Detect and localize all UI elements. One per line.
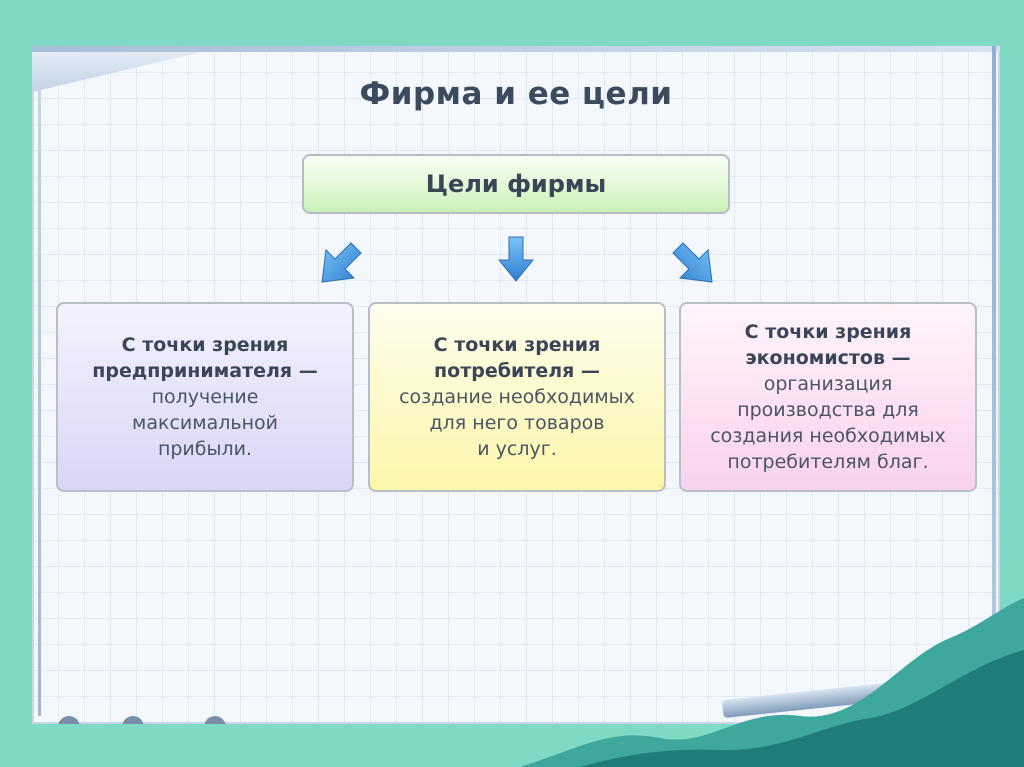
- wave-decoration: [520, 598, 1024, 767]
- slide-title: Фирма и ее цели: [359, 76, 673, 112]
- arrow-down-right-icon: [672, 242, 713, 283]
- arrow-down-icon: [498, 236, 534, 282]
- economists-head-line2: экономистов —: [745, 347, 911, 369]
- economists-body-line3: создания необходимых: [710, 425, 946, 447]
- consumer-body-line1: создание необходимых: [399, 386, 635, 408]
- consumer-view-box: С точки зрения потребителя — создание не…: [368, 302, 666, 492]
- economists-body-line1: организация: [763, 373, 893, 395]
- economists-body-line4: потребителям благ.: [727, 451, 929, 473]
- slide-top-border: [32, 46, 1000, 52]
- economists-view-box: С точки зрения экономистов — организация…: [679, 302, 977, 492]
- economists-body-line2: производства для: [737, 399, 919, 421]
- dot-icon: [204, 716, 226, 724]
- entrepreneur-body-line2: максимальной: [132, 412, 278, 434]
- entrepreneur-view-box: С точки зрения предпринимателя — получен…: [56, 302, 354, 492]
- slide-right-border: [992, 46, 996, 724]
- consumer-head-line1: С точки зрения: [433, 334, 601, 356]
- dot-icon: [122, 716, 144, 724]
- consumer-body-line3: и услуг.: [477, 438, 557, 460]
- slide: Фирма и ее цели Цели фирмы С точки зрени…: [32, 46, 1000, 724]
- bottom-dots-decoration: [58, 716, 258, 724]
- consumer-body-line2: для него товаров: [429, 412, 605, 434]
- arrow-down-left-icon: [321, 242, 362, 283]
- entrepreneur-body-line3: прибыли.: [157, 438, 253, 460]
- goals-box: Цели фирмы: [302, 154, 730, 214]
- entrepreneur-head-line1: С точки зрения: [121, 334, 289, 356]
- slide-left-border: [38, 86, 41, 716]
- entrepreneur-head-line2: предпринимателя —: [92, 360, 318, 382]
- consumer-head-line2: потребителя —: [434, 360, 600, 382]
- dot-icon: [58, 716, 80, 724]
- economists-head-line1: С точки зрения: [744, 321, 912, 343]
- entrepreneur-body-line1: получение: [151, 386, 259, 408]
- goals-box-label: Цели фирмы: [425, 170, 607, 198]
